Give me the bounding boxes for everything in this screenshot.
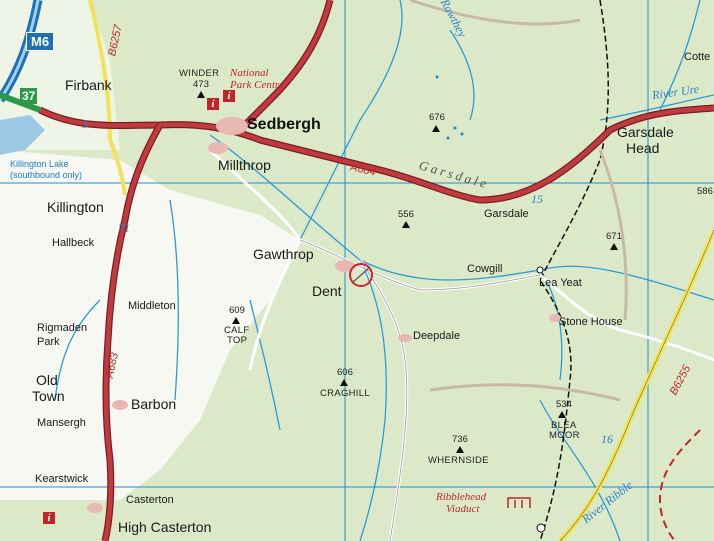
place-casterton[interactable]: Casterton [126, 494, 174, 506]
summit-icon [610, 243, 618, 250]
height-736: 736 [452, 434, 468, 445]
place-rigmaden-park[interactable]: Park [37, 336, 60, 348]
grid-number-5: 5 [82, 117, 88, 131]
place-rigmaden[interactable]: Rigmaden [37, 322, 88, 334]
hill-top: TOP [227, 335, 248, 346]
height-606: 606 [337, 367, 353, 378]
summit-icon [402, 221, 410, 228]
place-garsdale-head[interactable]: Garsdale [617, 124, 674, 140]
railway-line [539, 0, 610, 541]
town-areas [87, 117, 561, 513]
hill-calf: CALF [224, 325, 250, 336]
summit-icon [558, 411, 566, 418]
summit-icon [197, 91, 205, 98]
place-middleton[interactable]: Middleton [128, 300, 176, 312]
info-icon[interactable]: i [207, 98, 219, 110]
height-609: 609 [229, 305, 245, 316]
hill-whernside: WHERNSIDE [428, 455, 489, 466]
info-icon[interactable]: i [223, 90, 235, 102]
summit-icon [456, 446, 464, 453]
place-old[interactable]: Old [36, 372, 58, 388]
place-gawthrop[interactable]: Gawthrop [253, 246, 314, 262]
poi-park-centre: Park Centre [230, 79, 284, 91]
junction-badge: 37 [20, 88, 38, 104]
poi-ribblehead: Ribblehead [436, 491, 487, 503]
minor-roads [208, 148, 714, 541]
poi-national: National [230, 67, 269, 79]
hill-winder: WINDER [179, 68, 220, 79]
summit-icon [340, 379, 348, 386]
hill-blea: BLEA [551, 420, 577, 431]
place-high-casterton[interactable]: High Casterton [118, 519, 212, 535]
viaduct-symbol [507, 497, 531, 508]
summit-icon [432, 125, 440, 132]
location-marker [349, 263, 373, 287]
place-cotte[interactable]: Cotte [684, 51, 711, 63]
place-deepdale[interactable]: Deepdale [413, 330, 461, 342]
height-586: 586 [697, 186, 713, 197]
place-millthrop[interactable]: Millthrop [218, 157, 271, 173]
place-stone-house[interactable]: Stone House [559, 316, 623, 328]
place-barbon[interactable]: Barbon [131, 396, 177, 412]
place-town[interactable]: Town [32, 388, 65, 404]
hill-craghill: CRAGHILL [320, 388, 370, 399]
place-cowgill[interactable]: Cowgill [467, 263, 503, 275]
killington-lake-label: Killington Lake [10, 159, 69, 169]
park-boundary [658, 429, 701, 541]
tracks [409, 0, 628, 402]
height-671: 671 [606, 231, 622, 242]
summit-icon [232, 317, 240, 324]
a-roads [38, 0, 714, 541]
height-676: 676 [429, 112, 445, 123]
killington-lake-sub: (southbound only) [10, 170, 83, 180]
place-hallbeck[interactable]: Hallbeck [52, 237, 95, 249]
height-473: 473 [193, 79, 209, 90]
place-garsdale[interactable]: Garsdale [484, 208, 529, 220]
hill-moor: MOOR [549, 430, 580, 441]
grid-number-71: 71 [118, 221, 130, 235]
place-garsdale-head-2[interactable]: Head [626, 140, 660, 156]
height-534: 534 [556, 399, 572, 410]
grid-number-15: 15 [531, 192, 543, 206]
grid-number-16: 16 [601, 432, 613, 446]
info-icon[interactable]: i [43, 512, 55, 524]
place-dent[interactable]: Dent [312, 283, 342, 299]
place-killington[interactable]: Killington [47, 199, 104, 215]
poi-viaduct: Viaduct [446, 503, 480, 515]
place-firbank[interactable]: Firbank [65, 77, 112, 93]
place-lea-yeat[interactable]: Lea Yeat [539, 277, 582, 289]
rivers [54, 0, 714, 541]
motorway-shield-m6: M6 [26, 32, 55, 51]
height-556: 556 [398, 209, 414, 220]
lowland-area [0, 150, 300, 500]
place-sedbergh[interactable]: Sedbergh [247, 116, 321, 133]
place-kearstwick[interactable]: Kearstwick [35, 473, 89, 485]
killington-lake [0, 115, 45, 155]
place-mansergh[interactable]: Mansergh [37, 417, 86, 429]
